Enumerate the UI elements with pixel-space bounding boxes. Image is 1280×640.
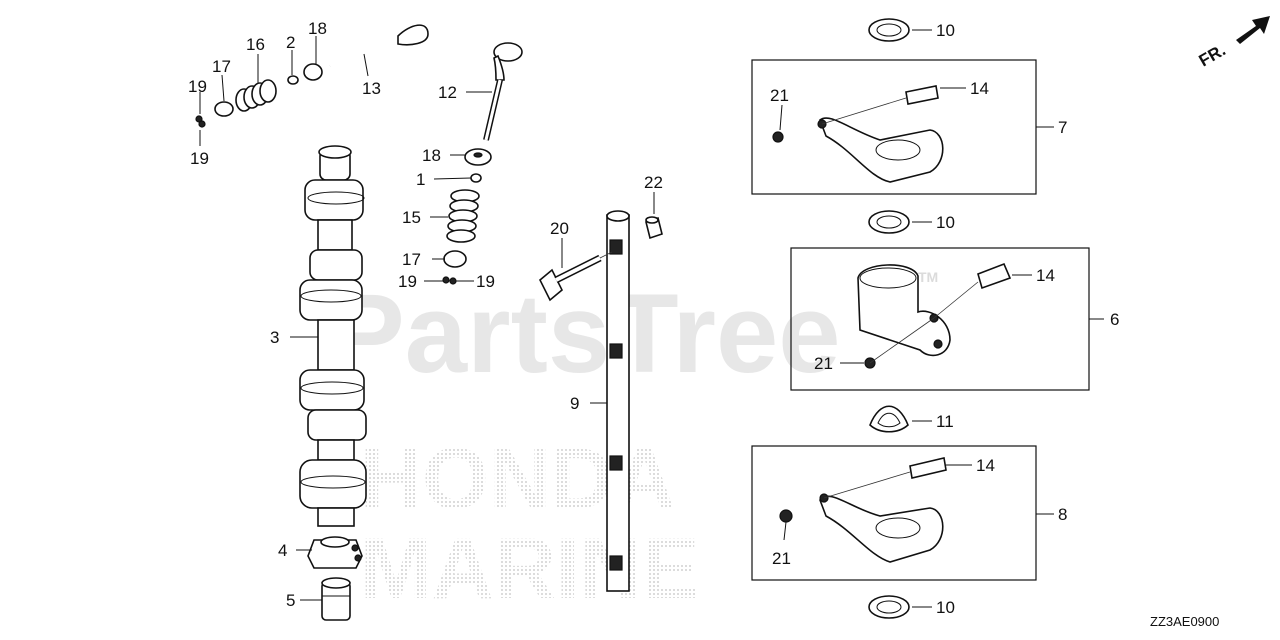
watermark-tm: TM: [918, 269, 938, 285]
callout-10: 10: [936, 213, 955, 232]
front-label: FR.: [1196, 40, 1229, 70]
callout-6: 6: [1110, 310, 1119, 329]
cam-pulley-hub: [307, 536, 363, 569]
rocker-shaft-bolt: [539, 254, 602, 302]
callout-14: 14: [976, 456, 995, 475]
callout-7: 7: [1058, 118, 1067, 137]
watermark-line2: MARINE: [360, 521, 699, 617]
callout-12: 12: [438, 83, 457, 102]
callouts: 19 19 17 16 2 18 13 12 18 1 15 17 19 19 …: [188, 19, 1119, 617]
dowel-pin: [645, 216, 663, 240]
watermark-brand: PartsTree: [330, 271, 841, 396]
callout-14: 14: [970, 79, 989, 98]
callout-15: 15: [402, 208, 421, 227]
callout-2: 2: [286, 33, 295, 52]
callout-10: 10: [936, 598, 955, 617]
callout-1: 1: [416, 170, 425, 189]
callout-19: 19: [476, 272, 495, 291]
callout-13: 13: [362, 79, 381, 98]
rocker-arm-6: [857, 262, 1012, 369]
diagram-code: ZZ3AE0900: [1150, 614, 1219, 629]
callout-20: 20: [550, 219, 569, 238]
callout-10: 10: [936, 21, 955, 40]
callout-4: 4: [278, 541, 287, 560]
callout-14: 14: [1036, 266, 1055, 285]
callout-8: 8: [1058, 505, 1067, 524]
callout-5: 5: [286, 591, 295, 610]
callout-22: 22: [644, 173, 663, 192]
callout-21: 21: [814, 354, 833, 373]
callout-18: 18: [422, 146, 441, 165]
watermark: PartsTree TM HONDA MARINE: [330, 269, 938, 617]
rocker-shaft: [606, 210, 630, 592]
callout-17: 17: [402, 250, 421, 269]
callout-19: 19: [190, 149, 209, 168]
rocker-arm-8: [779, 457, 947, 563]
callout-3: 3: [270, 328, 279, 347]
rocker-arm-7: [772, 85, 944, 183]
callout-21: 21: [770, 86, 789, 105]
callout-21: 21: [772, 549, 791, 568]
front-direction-arrow: FR.: [1196, 16, 1270, 71]
callout-19: 19: [398, 272, 417, 291]
callout-18: 18: [308, 19, 327, 38]
callout-9: 9: [570, 394, 579, 413]
intake-valve-assembly: [442, 42, 523, 285]
exhaust-valve-assembly: [195, 24, 429, 128]
callout-17: 17: [212, 57, 231, 76]
callout-19: 19: [188, 77, 207, 96]
cam-plug: [321, 577, 351, 621]
group-box-8: [751, 445, 1037, 581]
washers: [868, 18, 910, 619]
connection-lines: [599, 97, 979, 499]
leader-lines: [199, 29, 1104, 608]
callout-16: 16: [246, 35, 265, 54]
callout-11: 11: [936, 412, 954, 431]
camshaft: [299, 145, 367, 527]
